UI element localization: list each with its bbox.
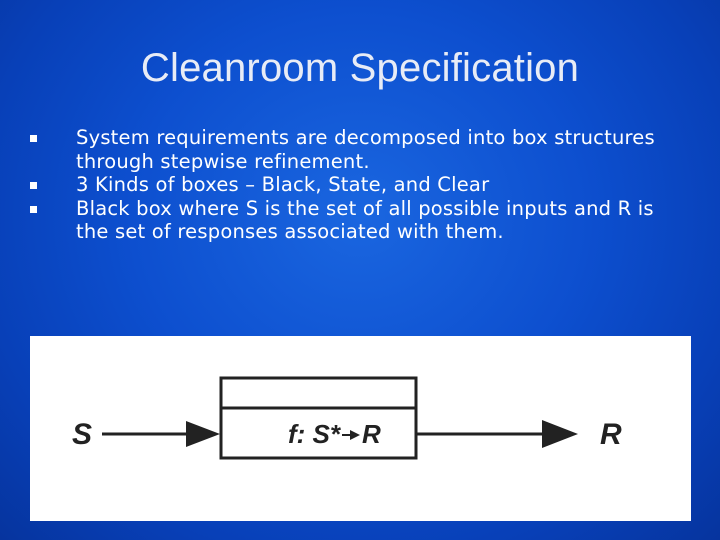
input-label: S [72,418,92,451]
input-arrowhead-icon [186,421,220,447]
output-arrowhead-icon [542,420,578,448]
black-box-diagram-svg: S f: S* R R [72,376,622,460]
black-box [219,376,418,460]
bullet-item: Black box where S is the set of all poss… [30,197,690,244]
output-label: R [600,418,622,451]
bullet-text: 3 Kinds of boxes – Black, State, and Cle… [76,173,490,196]
inner-arrowhead-icon [350,430,360,440]
square-bullet-icon [30,182,37,189]
box-output-label: R [362,419,381,449]
bullet-text: System requirements are decomposed into … [76,126,655,173]
bullet-list: System requirements are decomposed into … [30,126,690,244]
slide-title: Cleanroom Specification [140,46,580,90]
bullet-item: System requirements are decomposed into … [30,126,690,173]
bullet-item: 3 Kinds of boxes – Black, State, and Cle… [30,173,690,197]
square-bullet-icon [30,135,37,142]
square-bullet-icon [30,205,37,213]
box-function-label: f: S* [288,419,342,449]
black-box-diagram: S f: S* R R [30,336,691,521]
bullet-text: Black box where S is the set of all poss… [76,196,654,244]
